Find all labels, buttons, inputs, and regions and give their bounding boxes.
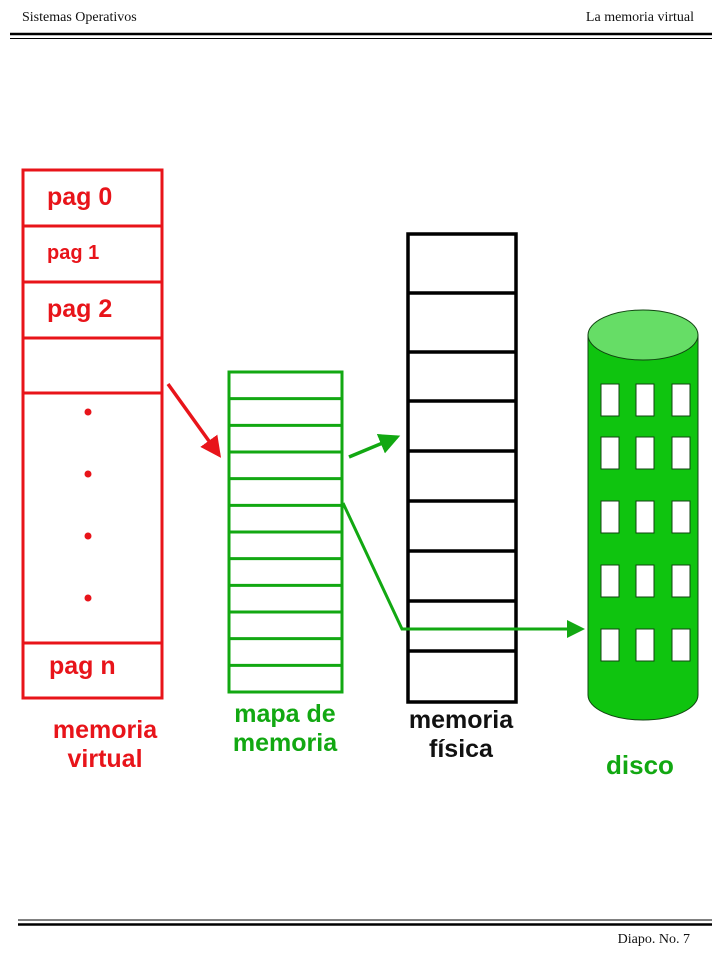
disk-sector-block (635, 436, 655, 470)
header-topic-title: La memoria virtual (585, 10, 694, 25)
disk-sector-block (635, 564, 655, 598)
physical-memory-label: memoria física (386, 706, 536, 764)
slide-number: Diapo. No. 7 (617, 932, 690, 947)
disk-sector-block (600, 628, 620, 662)
ellipsis-dots (84, 408, 92, 602)
virtual-memory-label-line2: virtual (67, 744, 143, 773)
page-label-2: pag 2 (47, 295, 113, 323)
disk-cylinder (587, 309, 699, 721)
memory-map-label-line2: memoria (232, 728, 338, 757)
disk-sector-block (671, 628, 691, 662)
disk-sector-block (671, 383, 691, 417)
footer-rule (18, 919, 712, 926)
virtual-memory-label-line1: memoria (52, 716, 158, 744)
disk-sector-block (671, 564, 691, 598)
disk-sector-block (635, 500, 655, 534)
page-label-1: pag 1 (47, 242, 100, 264)
memory-map-label: mapa de memoria (210, 700, 360, 758)
physical-memory-label-line1: memoria (408, 706, 514, 734)
disk-sector-block (671, 500, 691, 534)
header-course-title: Sistemas Operativos (22, 10, 137, 25)
memory-map-block (227, 370, 344, 694)
physical-memory-label-line2: física (429, 734, 493, 763)
header-rule (10, 32, 712, 39)
physical-memory-block (406, 232, 518, 704)
page-label-n: pag n (49, 652, 116, 680)
page-label-0: pag 0 (47, 183, 113, 211)
virtual-memory-label: memoria virtual (30, 716, 180, 774)
disk-sector-block (671, 436, 691, 470)
disk-sector-block (600, 500, 620, 534)
disk-sector-block (600, 383, 620, 417)
disk-sector-block (600, 564, 620, 598)
green-arrow-map-to-frame (348, 434, 401, 459)
disk-sector-block (600, 436, 620, 470)
memory-map-label-line1: mapa de (234, 700, 336, 728)
disk-sector-block (635, 628, 655, 662)
disk-label: disco (606, 750, 674, 780)
disk-sector-block (635, 383, 655, 417)
virtual-memory-block (21, 168, 164, 700)
green-arrow-map-to-disk (341, 502, 585, 638)
red-arrow-page-to-map (166, 382, 222, 458)
